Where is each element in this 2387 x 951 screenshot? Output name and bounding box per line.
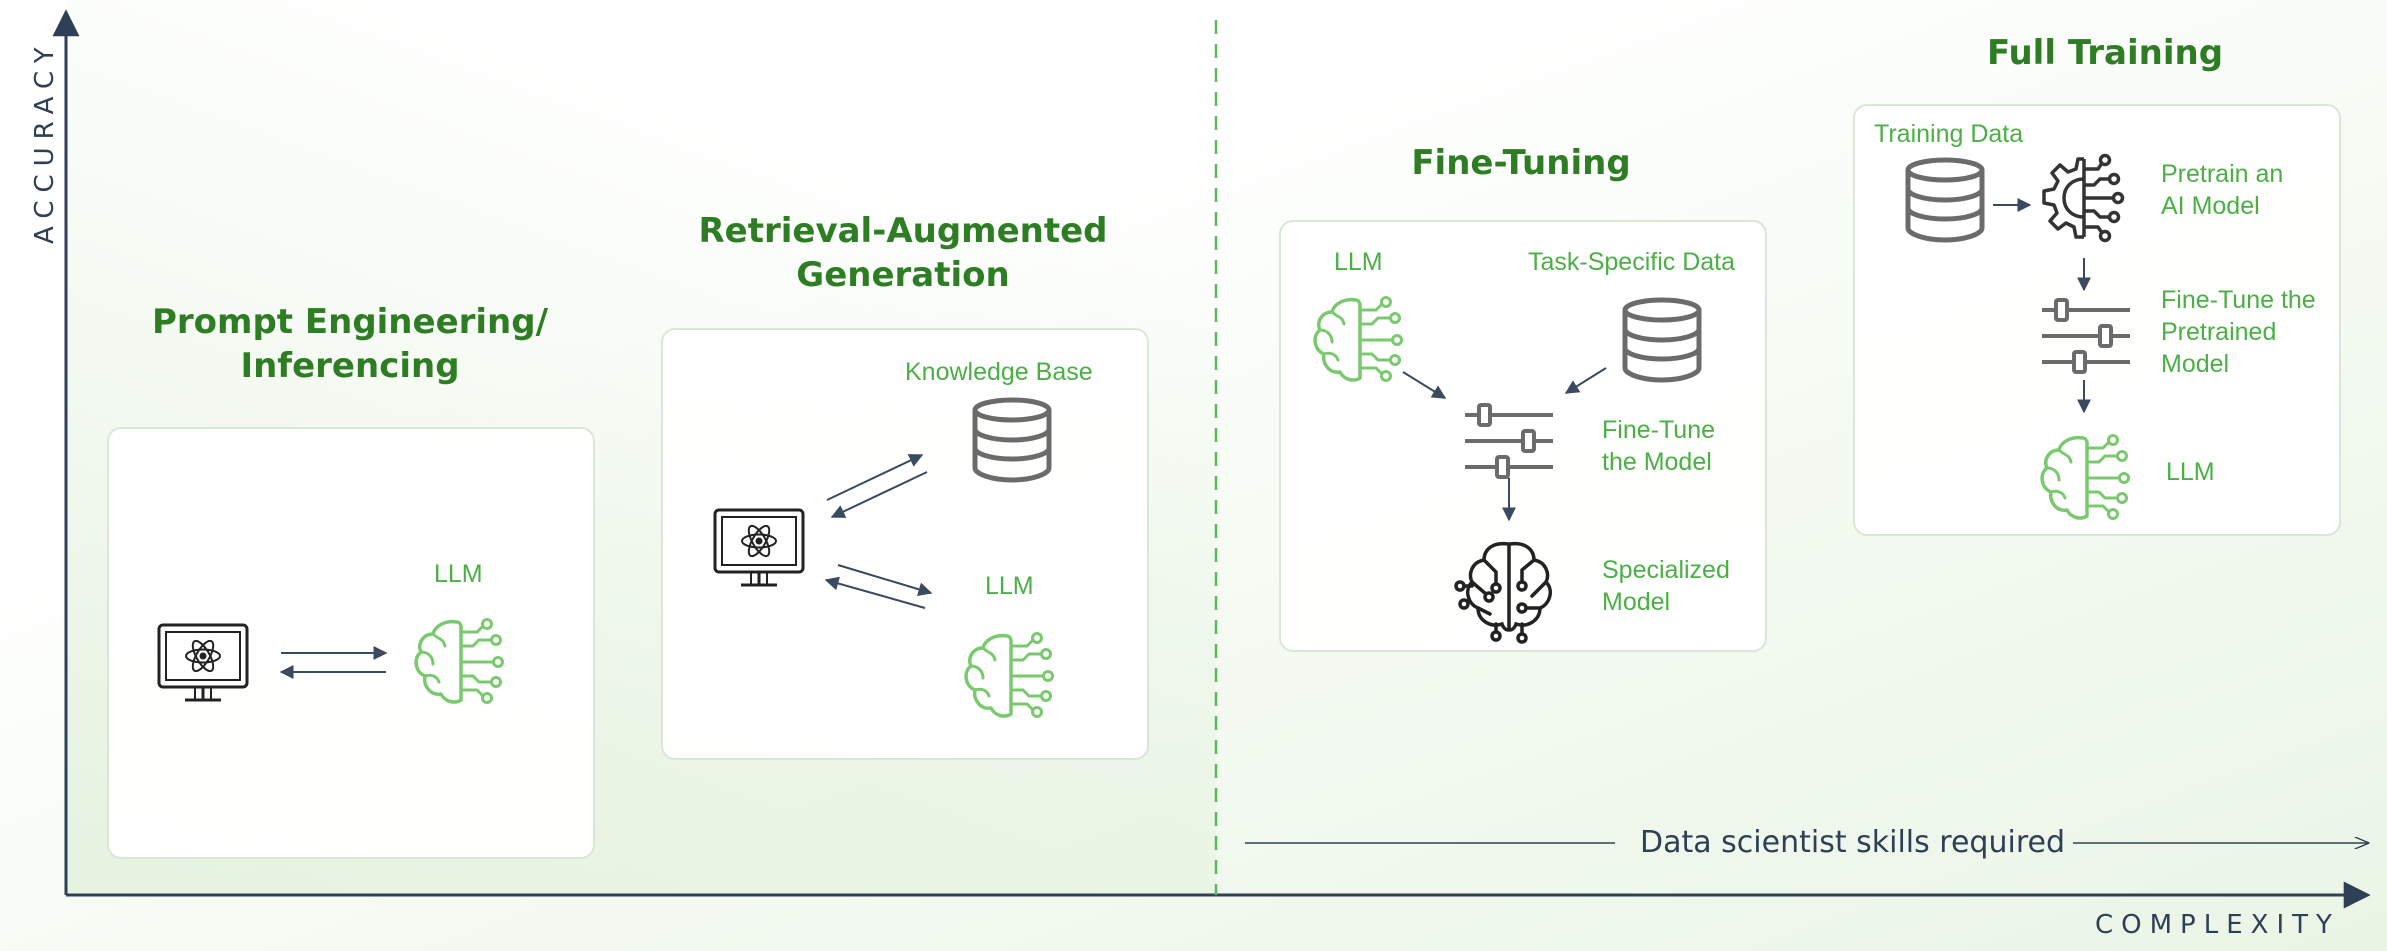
rag-title: Retrieval-Augmented Generation: [643, 209, 1163, 297]
label-line: Fine-Tune: [1602, 416, 1716, 444]
label-line: AI Model: [2161, 192, 2260, 220]
label-line: Model: [1602, 588, 1671, 616]
specialized-brain-icon: [1454, 541, 1552, 644]
fine-tune-step-label: Fine-Tune the Model: [1602, 414, 1715, 478]
training-data-label: Training Data: [1874, 120, 2024, 148]
llm-label: LLM: [985, 572, 1034, 600]
sliders-icon: [1463, 403, 1555, 479]
full-training-title: Full Training: [1986, 33, 2224, 73]
label-line: Fine-Tune the: [2161, 286, 2316, 314]
computer-atom-icon: [713, 508, 805, 587]
arrow-llm-to-tune: [1402, 371, 1447, 399]
brain-circuit-icon: [964, 631, 1055, 719]
database-icon: [975, 400, 1049, 480]
pretrain-label: Pretrain an AI Model: [2161, 158, 2283, 222]
y-axis-label: ACCURACY: [30, 39, 60, 244]
brain-circuit-icon: [414, 617, 505, 705]
llm-label: LLM: [434, 560, 483, 588]
skills-label: Data scientist skills required: [1640, 825, 2065, 860]
arrow-data-to-tune: [1564, 367, 1607, 394]
arrow-to-llm: [837, 564, 933, 597]
brain-circuit-icon: [2040, 433, 2131, 521]
database-icon: [1625, 300, 1699, 380]
sliders-icon: [2040, 298, 2132, 374]
label-line: Pretrain an: [2161, 160, 2284, 188]
knowledge-base-label: Knowledge Base: [905, 358, 1093, 386]
full-training-panel: [1853, 104, 2341, 536]
llm-label: LLM: [2166, 458, 2215, 486]
title-line: Retrieval-Augmented: [698, 211, 1108, 251]
finetune-pretrained-label: Fine-Tune the Pretrained Model: [2161, 284, 2316, 380]
label-line: Specialized: [1602, 556, 1730, 584]
label-line: Pretrained: [2161, 318, 2277, 346]
title-line: Generation: [796, 255, 1010, 295]
fine-tuning-title: Fine-Tuning: [1411, 143, 1631, 183]
computer-atom-icon: [157, 623, 249, 702]
title-line: Inferencing: [240, 346, 460, 386]
prompt-engineering-title: Prompt Engineering/ Inferencing: [90, 300, 610, 388]
gear-brain-icon: [2042, 153, 2125, 243]
arrow-to-kb: [826, 454, 924, 501]
title-line: Prompt Engineering/: [151, 302, 549, 342]
arrow-from-kb: [830, 471, 928, 518]
label-line: the Model: [1602, 448, 1712, 476]
rag-panel: [661, 328, 1149, 760]
arrow-from-llm: [824, 576, 926, 609]
brain-circuit-icon: [1313, 295, 1404, 383]
llm-label: LLM: [1334, 248, 1383, 276]
task-specific-data-label: Task-Specific Data: [1528, 248, 1736, 276]
label-line: Model: [2161, 350, 2230, 378]
database-icon: [1908, 160, 1982, 240]
specialized-model-label: Specialized Model: [1602, 554, 1730, 618]
x-axis-label: COMPLEXITY: [2095, 910, 2340, 940]
